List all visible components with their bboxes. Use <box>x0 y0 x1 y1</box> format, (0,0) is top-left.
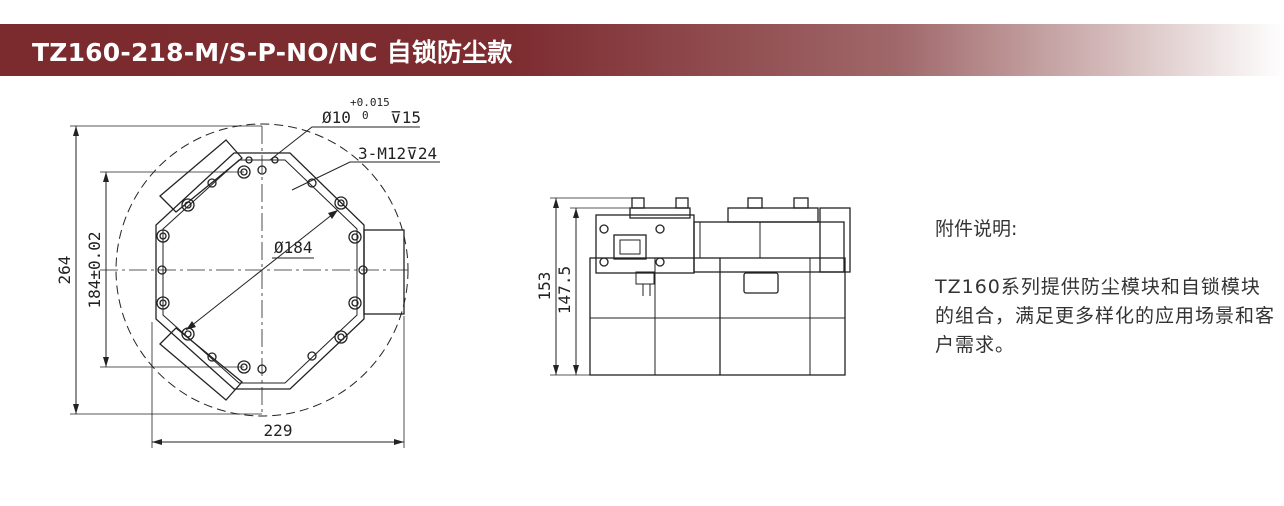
dim-body-height-side: 147.5 <box>555 266 574 314</box>
dim-width: 229 <box>264 421 293 440</box>
page-title: TZ160-218-M/S-P-NO/NC 自锁防尘款 <box>32 38 513 67</box>
diameter-label: Ø184 <box>274 238 313 257</box>
top-view <box>70 123 440 448</box>
lug-top-left <box>159 139 243 213</box>
hole-callout-tol-upper: +0.015 <box>350 96 390 109</box>
title-banner: TZ160-218-M/S-P-NO/NC 自锁防尘款 <box>0 24 1284 76</box>
side-module-left <box>595 214 695 274</box>
thread-callout: 3-M12⊽24 <box>358 144 437 163</box>
side-window <box>743 272 779 294</box>
lug-bottom-left <box>159 327 243 401</box>
dim-overall-height-side: 153 <box>535 272 554 301</box>
side-plate <box>613 234 647 260</box>
hole-callout-depth: ⊽15 <box>390 108 421 127</box>
octagon-body <box>155 152 365 390</box>
dim-inner-height: 184±0.02 <box>85 231 104 308</box>
hole-callout-tol-lower: 0 <box>362 109 369 122</box>
notes-panel: 附件说明: TZ160系列提供防尘模块和自锁模块的组合，满足更多样化的应用场景和… <box>935 215 1280 360</box>
side-body-lower <box>589 257 846 376</box>
side-view <box>550 197 851 376</box>
dim-overall-height-top: 264 <box>55 256 74 285</box>
notes-heading: 附件说明: <box>935 218 1018 240</box>
lug-right <box>363 229 405 315</box>
notes-body: TZ160系列提供防尘模块和自锁模块的组合，满足更多样化的应用场景和客户需求。 <box>935 276 1276 356</box>
side-module-right <box>693 221 845 273</box>
octagon-inner <box>162 159 358 384</box>
hole-callout-main: Ø10 <box>322 108 351 127</box>
